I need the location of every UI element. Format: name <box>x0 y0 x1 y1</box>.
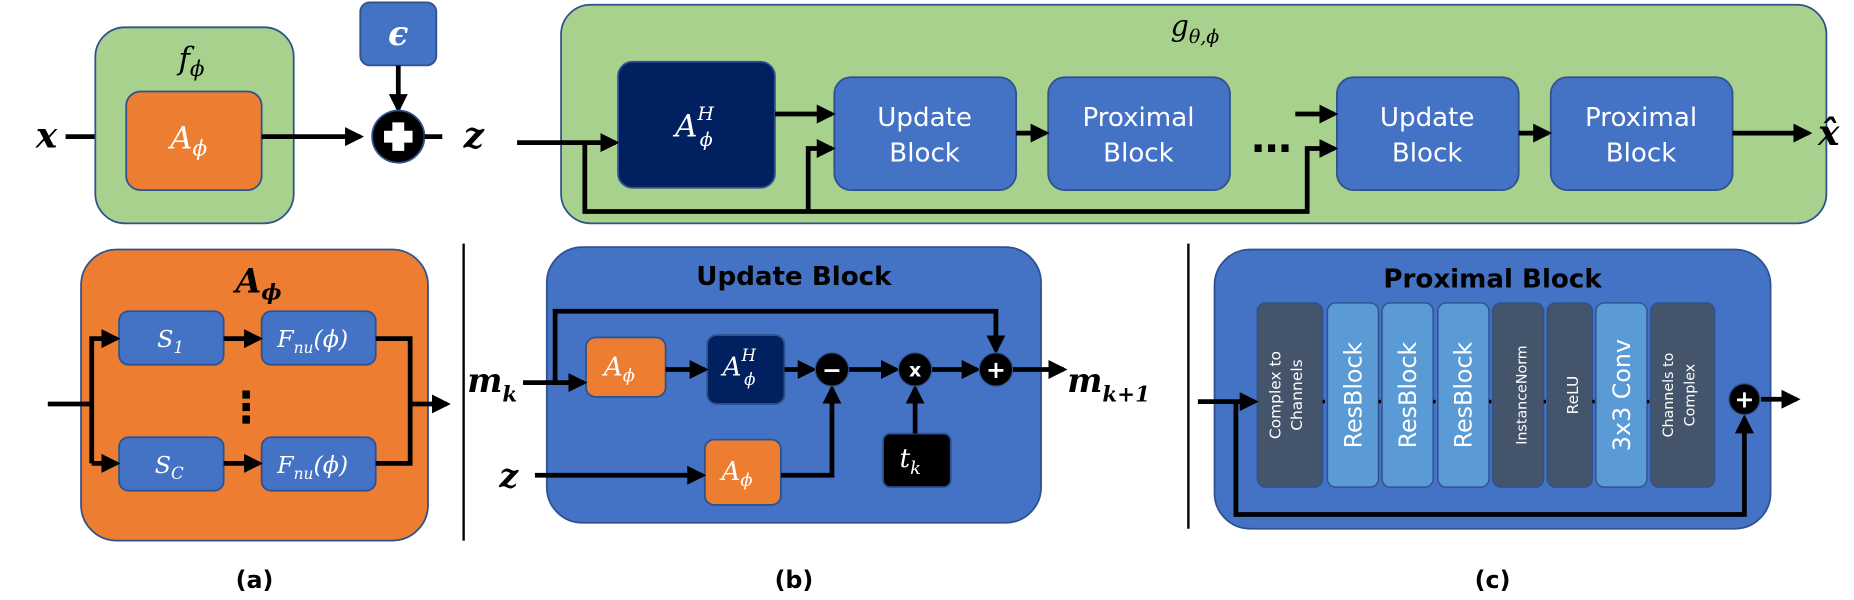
plus-circle-icon <box>371 109 426 164</box>
update-block-title: Update Block <box>696 262 892 292</box>
top-connectors <box>517 104 1813 214</box>
svg-text:Proximal: Proximal <box>1082 103 1194 133</box>
layer-label: ResBlock <box>1339 341 1367 448</box>
svg-text:+: + <box>1734 386 1754 414</box>
layer-resblock: ResBlock <box>1437 302 1493 488</box>
svg-text:S1: S1 <box>157 325 184 357</box>
layer-channels-to: Channels to Complex <box>1649 302 1716 488</box>
svg-text:tk: tk <box>900 444 921 479</box>
ellipsis: … <box>1251 115 1291 162</box>
layer-label: ReLU <box>1564 376 1582 415</box>
layer-label: InstanceNorm <box>1514 345 1530 444</box>
svg-text:Aϕ: Aϕ <box>602 352 635 386</box>
panel-b-connectors <box>523 308 1068 485</box>
svg-text:Block: Block <box>1103 139 1175 169</box>
svg-text:Fnu(ϕ): Fnu(ϕ) <box>276 325 348 357</box>
svg-text:x: x <box>909 360 921 382</box>
panel-a-connectors <box>47 329 451 473</box>
mk-label: mk <box>467 361 517 408</box>
svg-text:Aϕ: Aϕ <box>719 457 752 491</box>
svg-text:Block: Block <box>1392 139 1464 169</box>
svg-text:+: + <box>986 356 1006 384</box>
layer-relu: ReLU <box>1546 302 1596 488</box>
s1-box: S1 <box>118 310 225 366</box>
svg-text:Update: Update <box>1380 103 1475 133</box>
a-phi-box-b1: Aϕ <box>585 336 667 398</box>
z-label: z <box>463 115 485 156</box>
svg-text:SC: SC <box>155 451 184 483</box>
layer-label: Channels <box>1288 359 1306 430</box>
layer-label: ResBlock <box>1450 341 1478 448</box>
caption-b: (b) <box>775 566 814 594</box>
caption-a: (a) <box>236 566 274 594</box>
layer-label: Channels to <box>1661 353 1677 438</box>
svg-text:Proximal: Proximal <box>1585 103 1697 133</box>
a-phi-panel-title: Aϕ <box>233 261 282 305</box>
g-label: gθ,ϕ <box>1171 10 1220 48</box>
proximal-block-2: Proximal Block <box>1549 76 1734 191</box>
a-phi-box-b2: Aϕ <box>703 438 782 506</box>
sc-box: SC <box>118 436 225 492</box>
layer-3x3-conv: 3x3 Conv <box>1595 302 1651 488</box>
f-nu-box-c: Fnu(ϕ) <box>260 436 377 492</box>
svg-text:AHϕ: AHϕ <box>721 346 757 389</box>
a-hermitian-box <box>617 60 776 189</box>
layer-instancenorm: InstanceNorm <box>1491 302 1548 488</box>
vertical-dots: ⋮ <box>225 383 268 433</box>
f-nu-box-1: Fnu(ϕ) <box>260 310 377 366</box>
x-hat-label: x̂ <box>1817 113 1840 154</box>
a-phi-label: Aϕ <box>167 121 207 162</box>
proximal-block-1: Proximal Block <box>1047 76 1231 191</box>
layer-resblock: ResBlock <box>1381 302 1438 488</box>
svg-text:Fnu(ϕ): Fnu(ϕ) <box>276 451 348 483</box>
panel-c-connectors <box>1197 389 1801 517</box>
update-block-2: Update Block <box>1336 76 1520 191</box>
svg-text:Block: Block <box>889 139 961 169</box>
a-phi-box <box>125 90 263 191</box>
layer-label: Complex to <box>1266 351 1284 439</box>
layer-label: Complex <box>1683 364 1699 427</box>
mk1-label: mk+1 <box>1067 361 1150 408</box>
proximal-block-title: Proximal Block <box>1383 265 1602 295</box>
tk-box: tk <box>882 432 952 489</box>
plus-circle-icon: + <box>978 352 1014 387</box>
layer-label: ResBlock <box>1394 341 1422 448</box>
multiply-circle-icon: x <box>897 352 933 387</box>
layer-label: 3x3 Conv <box>1608 339 1636 451</box>
epsilon-label: ϵ <box>388 14 408 53</box>
update-block-1: Update Block <box>833 76 1017 191</box>
x-label: x <box>35 115 58 156</box>
layer-resblock: ResBlock <box>1326 302 1383 488</box>
svg-text:Update: Update <box>877 103 972 133</box>
minus-circle-icon: − <box>814 352 850 387</box>
svg-text:−: − <box>822 356 842 384</box>
z-label-b: z <box>498 456 519 495</box>
svg-text:Block: Block <box>1606 139 1678 169</box>
plus-circle-icon: + <box>1728 383 1761 416</box>
caption-c: (c) <box>1475 566 1511 594</box>
